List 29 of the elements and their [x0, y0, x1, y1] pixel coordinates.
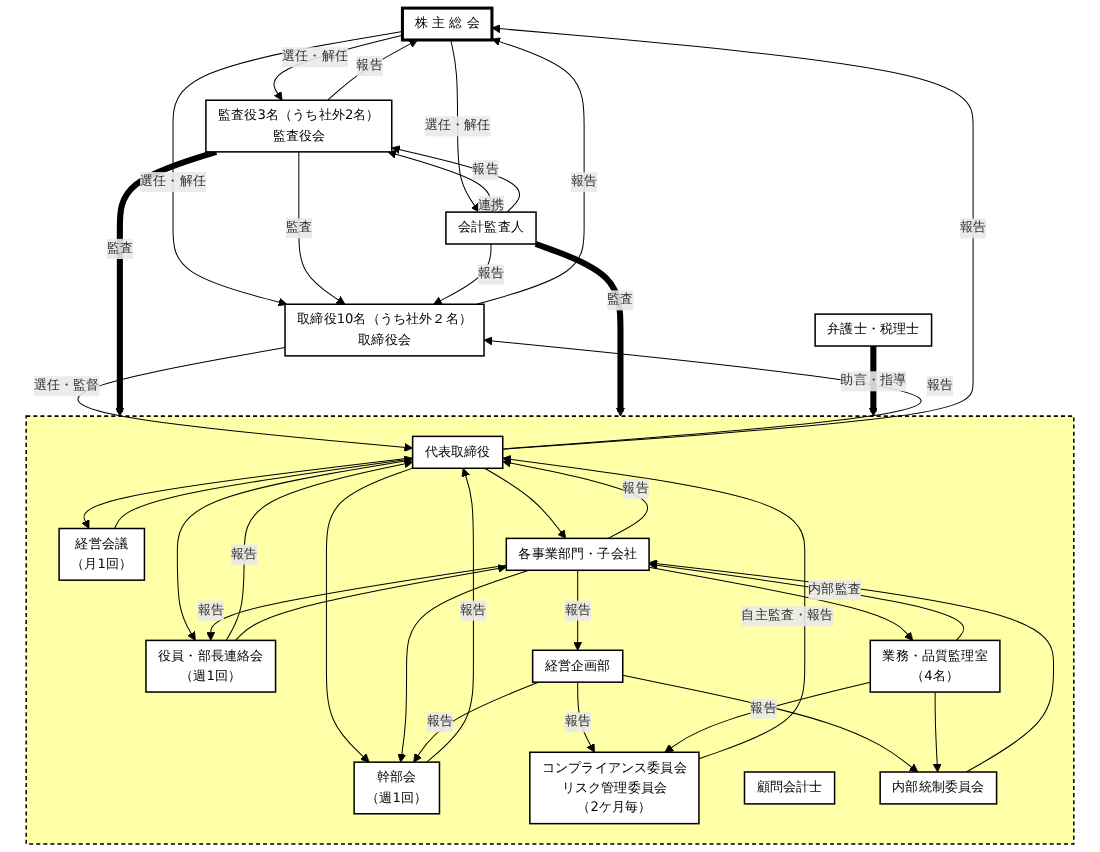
arrow — [426, 467, 474, 763]
arrow — [622, 674, 919, 773]
arrow — [648, 566, 914, 641]
arrow — [664, 681, 871, 753]
arrow — [450, 39, 480, 213]
arrow — [176, 459, 414, 641]
arrow — [484, 467, 567, 539]
arrow — [573, 569, 583, 651]
arrow — [327, 39, 418, 101]
arrow — [397, 569, 530, 763]
arrow — [413, 681, 539, 763]
arrow — [483, 336, 922, 450]
arrow — [648, 560, 965, 641]
arrow — [433, 243, 492, 305]
arrow — [77, 347, 414, 452]
arrow — [325, 467, 414, 763]
arrow — [491, 24, 974, 450]
arrow — [391, 145, 521, 213]
arrow — [932, 691, 942, 773]
arrow — [648, 559, 1055, 773]
arrow — [273, 34, 403, 101]
arrow — [115, 148, 218, 417]
arrow — [172, 31, 403, 307]
arrow — [476, 37, 585, 305]
cluster — [25, 415, 1075, 845]
arrow — [225, 459, 414, 641]
arrow — [298, 151, 346, 305]
arrow — [502, 458, 649, 539]
arrow — [534, 241, 625, 417]
